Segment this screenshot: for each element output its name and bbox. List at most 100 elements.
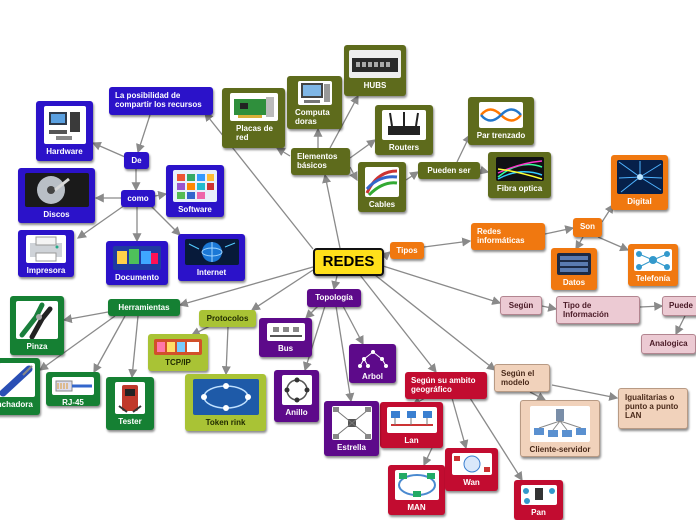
node-como[interactable]: como [121,190,155,207]
node-internet[interactable]: Internet [178,234,245,281]
node-analogica[interactable]: Analogica [641,334,696,354]
man-icon [394,470,439,500]
node-routers[interactable]: Routers [375,105,433,155]
desktop-computer-icon [297,81,332,105]
node-impresora[interactable]: Impresora [18,230,74,277]
link-herramientas-pinza [62,311,109,324]
pan-icon [520,485,557,505]
globe-icon [184,239,239,265]
node-son[interactable]: Son [573,218,602,237]
node-software[interactable]: Software [166,165,224,217]
node-redes-informaticas[interactable]: Redes informáticas [471,223,545,250]
node-pueden-partial[interactable]: Puede [662,296,696,316]
node-datos[interactable]: Datos [551,248,597,290]
node-arbol[interactable]: Arbol [349,344,396,383]
node-pan[interactable]: Pan [514,480,563,520]
link-de-hardware [91,141,126,158]
link-topologia-anillo [302,305,326,372]
link-elementos-routers [349,139,377,159]
link-puede-analogica [675,315,686,336]
node-cables[interactable]: Cables [358,162,406,212]
node-herramientas[interactable]: Herramientas [108,299,180,316]
node-placas[interactable]: Placas de red [222,88,285,148]
node-topologia[interactable]: Topología [307,289,361,307]
node-token-rink[interactable]: Token rink [185,374,266,431]
telephone-network-icon [634,249,672,271]
tcpip-stack-icon [154,339,202,355]
link-redes-son [544,225,575,235]
node-computadoras[interactable]: Computa doras [287,76,342,129]
link-root-herramientas [178,266,314,308]
node-hardware[interactable]: Hardware [36,101,93,161]
node-rj45[interactable]: RJ-45 [46,372,100,407]
link-elementos-hubs [329,94,359,149]
cable-tester-icon [115,382,145,414]
node-man[interactable]: MAN [388,465,445,515]
node-protocolos[interactable]: Protocolos [199,310,256,327]
link-herramientas-rj45 [93,315,126,374]
ring-topology-icon [281,375,312,405]
node-elementos[interactable]: Elementos básicos [291,148,350,175]
punch-tool-icon [0,363,35,397]
link-protocolos-tcpip [190,325,211,336]
node-hubs[interactable]: HUBS [344,45,406,96]
node-discos[interactable]: Discos [18,168,95,223]
documents-icon [113,246,161,270]
node-bus[interactable]: Bus [259,318,312,357]
link-modelo-igualitarias [551,384,619,401]
optical-fiber-icon [495,157,544,181]
digital-signal-icon [616,160,663,194]
link-son-telefonia [597,236,630,252]
client-server-icon [530,406,590,442]
node-igualitarias[interactable]: Igualitarias o punto a punto LAN [618,388,688,429]
link-root-elementos [322,173,341,249]
link-topologia-arbol [342,305,364,346]
node-pueden-ser[interactable]: Pueden ser [418,162,480,179]
lan-icon [386,407,437,433]
link-root-topologia [331,275,341,291]
link-protocolos-token [221,326,231,376]
link-segun-tipo [541,302,558,312]
link-como-impresora [76,204,126,239]
root-node-redes[interactable]: REDES [313,248,384,276]
node-tipos[interactable]: Tipos [390,242,424,259]
node-wan[interactable]: Wan [445,448,498,491]
wan-icon [451,453,492,475]
app-tiles-icon [173,170,217,202]
node-documento[interactable]: Documento [106,241,168,285]
node-cliente-servidor[interactable]: Cliente-servidor [520,400,600,457]
link-son-datos [575,236,584,251]
link-elementos-cables [349,166,358,182]
link-root-ambito [359,274,437,374]
node-fibra[interactable]: Fibra optica [488,152,551,198]
node-segun[interactable]: Segùn [500,296,542,315]
node-par-trenzado[interactable]: Par trenzado [468,97,534,145]
computer-set-icon [43,106,86,144]
node-lan[interactable]: Lan [380,402,443,448]
node-telefonia[interactable]: Telefonía [628,244,678,286]
tree-topology-icon [355,349,390,369]
link-ambito-wan [451,397,469,450]
node-tester[interactable]: Tester [106,377,154,430]
node-tipo-informacion[interactable]: Tipo de Información [556,296,640,324]
node-estrella[interactable]: Estrella [324,401,379,456]
rj45-connector-icon [52,377,94,395]
link-root-tipos [381,251,391,261]
data-server-icon [557,253,591,275]
node-ponchadora[interactable]: ponchadora [0,358,40,415]
link-herramientas-ponchadora [38,315,116,371]
node-digital[interactable]: Digital [611,155,668,210]
node-ambito[interactable]: Según su ambito geográfico [405,372,487,399]
hub-icon [349,50,401,78]
node-posibilidad[interactable]: La posibilidad de compartir los recursos [109,87,213,115]
cable-icon [365,167,399,197]
node-pinza[interactable]: Pinza [10,296,64,355]
node-tcpip[interactable]: TCP/IP [148,334,208,371]
link-herramientas-tester [128,315,139,379]
hard-disk-icon [24,173,89,207]
node-anillo[interactable]: Anillo [274,370,319,422]
node-de[interactable]: De [124,152,149,169]
node-segun-modelo[interactable]: Según el modelo [494,364,550,392]
link-modelo-cliente [529,391,547,401]
